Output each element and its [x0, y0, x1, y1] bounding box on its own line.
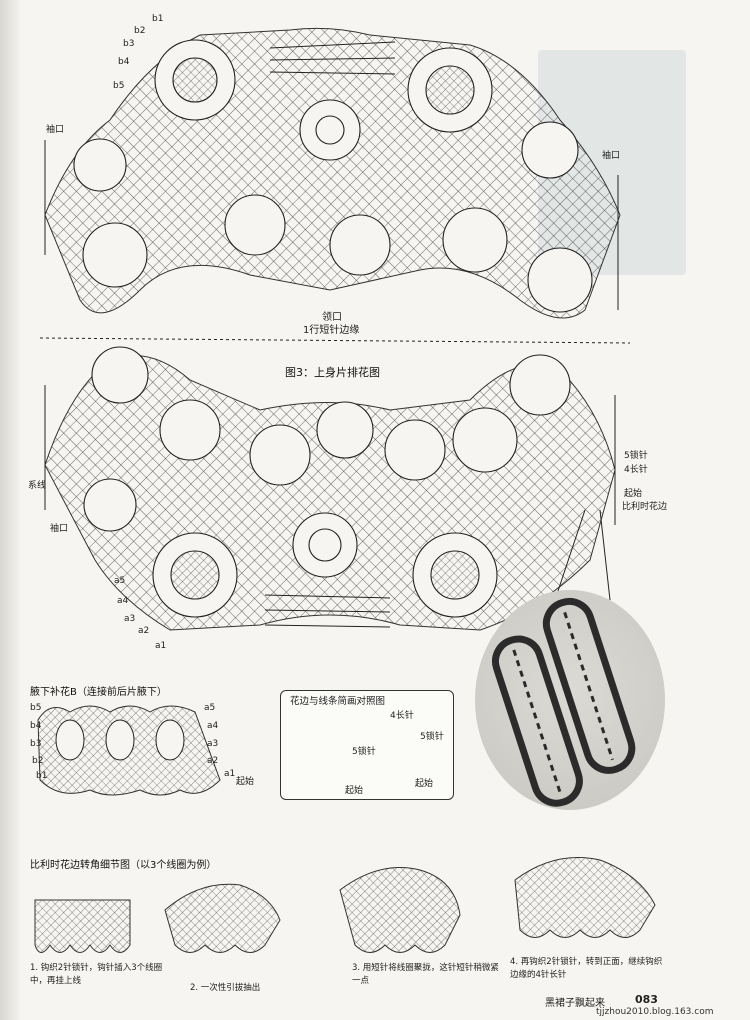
- underarm-left-b1: b1: [36, 771, 48, 781]
- book-binding: [0, 0, 20, 1020]
- lower-motifs: [83, 346, 571, 618]
- crochet-strip-image: [491, 597, 636, 807]
- sleeve-label-top-right: 袖口: [602, 151, 621, 161]
- row-label-a4: a4: [117, 596, 129, 606]
- note-start: 起始: [624, 489, 643, 499]
- sample-label-5ch-right: 5锁针: [420, 732, 444, 742]
- underarm-left-b5: b5: [30, 703, 42, 713]
- underarm-right-a4: a4: [207, 721, 219, 731]
- row-label-b5: b5: [113, 81, 125, 91]
- underarm-left-b4: b4: [30, 721, 42, 731]
- underarm-right-a3: a3: [207, 739, 219, 749]
- page-number: 083: [635, 993, 658, 1006]
- corner-title: 比利时花边转角细节图（以3个线圈为例）: [30, 860, 217, 871]
- corner-step-3: 3. 用短针将线圈聚拢，这针短针稍微紧一点: [352, 963, 499, 986]
- stitch-comparison-box: [280, 690, 454, 800]
- row-label-b4: b4: [118, 57, 130, 67]
- sample-label-5ch-left: 5锁针: [352, 747, 376, 757]
- corner-step-1: 1. 钩织2针锁针，钩针插入3个线圈中，再挂上线: [30, 963, 163, 986]
- row-label-b3: b3: [123, 39, 135, 49]
- sleeve-label-bottom-left: 袖口: [50, 524, 69, 534]
- corner-step-4: 4. 再钩织2针锁针，转到正面，继续钩织边缘的4针长针: [510, 957, 663, 980]
- row-label-a5: a5: [114, 576, 126, 586]
- crochet-sample-photo: [475, 590, 665, 810]
- underarm-right-a2: a2: [207, 756, 219, 766]
- edge-label: 1行短针边缘: [303, 325, 360, 336]
- sample-label-4dc: 4长针: [390, 711, 414, 721]
- row-label-b2: b2: [134, 26, 146, 36]
- book-title: 黑裙子飘起来: [545, 998, 605, 1009]
- neck-label: 领口: [322, 312, 342, 323]
- corner-step-sketches: [34, 857, 656, 953]
- underarm-right-a5: a5: [204, 703, 216, 713]
- sample-label-start-left: 起始: [345, 786, 364, 796]
- underarm-left-b3: b3: [30, 739, 42, 749]
- sample-label-start-right: 起始: [415, 779, 434, 789]
- underarm-start: 起始: [236, 777, 255, 787]
- underarm-title: 腋下补花B（连接前后片腋下）: [30, 687, 167, 698]
- row-label-b1: b1: [152, 14, 164, 24]
- sample-title: 花边与线条简画对照图: [290, 696, 386, 707]
- shoulder-line: [39, 337, 631, 344]
- row-label-a2: a2: [138, 626, 150, 636]
- side-tie-label: 系线: [28, 481, 47, 491]
- row-label-a3: a3: [124, 614, 136, 624]
- corner-step-2: 2. 一次性引拔抽出: [190, 983, 261, 993]
- note-belgian-lace: 比利时花边: [622, 502, 668, 512]
- underarm-right-a1: a1: [224, 769, 236, 779]
- note-5-chain: 5锁针: [624, 451, 648, 461]
- upper-motifs: [73, 39, 593, 313]
- figure-title: 图3：上身片排花图: [285, 366, 380, 379]
- row-label-a1: a1: [155, 641, 167, 651]
- underarm-left-b2: b2: [32, 756, 44, 766]
- blog-url: tjjzhou2010.blog.163.com: [596, 1007, 714, 1017]
- note-4-dc: 4长针: [624, 465, 648, 475]
- sleeve-label-top-left: 袖口: [46, 125, 65, 135]
